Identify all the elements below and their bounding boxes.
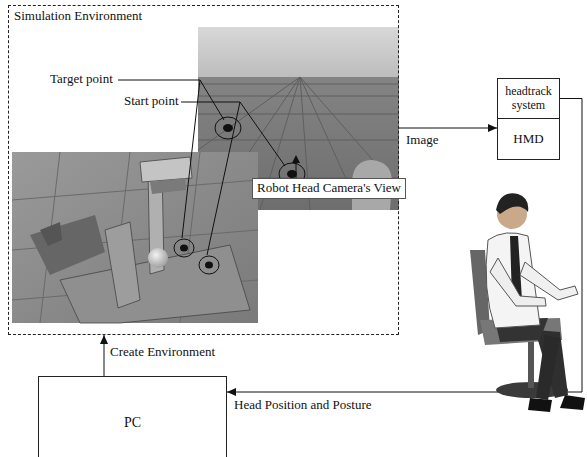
region-title: Simulation Environment bbox=[12, 9, 144, 24]
arrowhead bbox=[488, 124, 497, 132]
connector-line bbox=[399, 128, 497, 129]
robot-scene-image bbox=[12, 152, 258, 323]
node-text: HMD bbox=[513, 132, 543, 147]
callout-label: Start point bbox=[122, 94, 181, 109]
device-box: HMD bbox=[497, 118, 560, 160]
connector bbox=[100, 335, 108, 376]
connector-label: Create Environment bbox=[108, 345, 217, 360]
device-box: headtrack system bbox=[497, 78, 560, 119]
connector-label: Image bbox=[404, 133, 440, 148]
seated-person bbox=[470, 193, 585, 412]
callout-label: Target point bbox=[48, 72, 115, 87]
node-text: headtrack system bbox=[500, 85, 557, 113]
connector-label: Head Position and Posture bbox=[232, 398, 374, 413]
arrowhead bbox=[227, 388, 236, 396]
computer-box: PC bbox=[38, 376, 227, 457]
callout-label: Robot Head Camera's View bbox=[252, 178, 406, 199]
leader-lines bbox=[118, 80, 300, 255]
connector bbox=[399, 124, 497, 132]
node-text: PC bbox=[124, 415, 141, 431]
arrowhead bbox=[100, 335, 108, 344]
environment-region: Simulation Environment bbox=[8, 5, 399, 335]
